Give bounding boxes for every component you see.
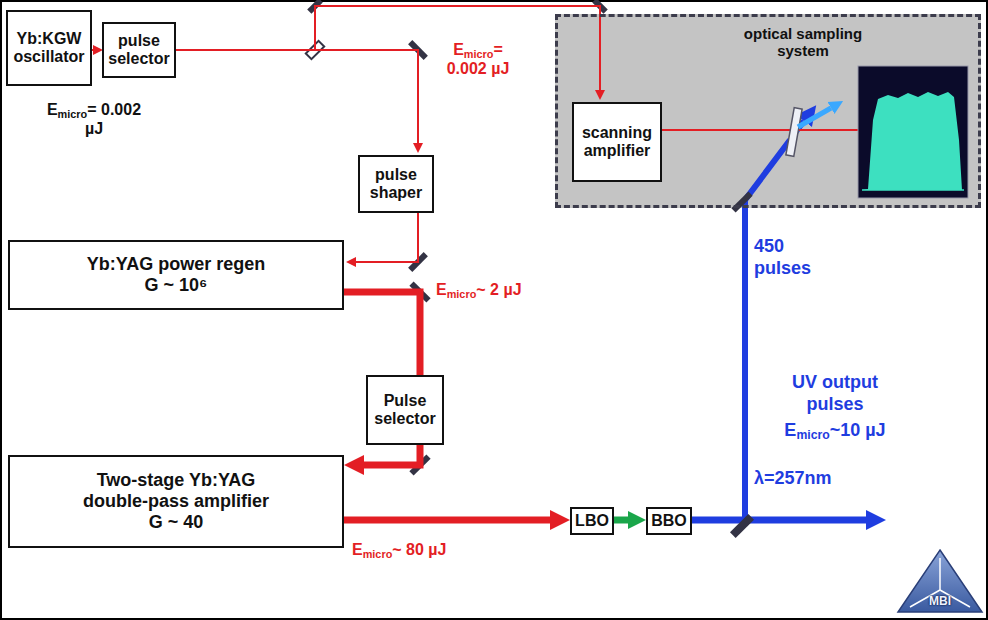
- region-fill: [555, 14, 981, 208]
- box-title: LBO: [575, 512, 609, 530]
- component-box: Yb:YAG power regenG ~ 10⁶: [8, 240, 344, 310]
- beam-path: [344, 292, 420, 375]
- pulse-energy: Emicro= 0.002 µJ: [46, 100, 142, 138]
- component-box: pulse shaper: [358, 155, 434, 213]
- gain-note: G ~ 10⁶: [145, 275, 208, 296]
- value: ~10 µJ: [830, 420, 886, 440]
- box-title: scanning amplifier: [577, 124, 657, 161]
- trace-baseline: [862, 189, 964, 191]
- component-box: scanning amplifier: [572, 102, 662, 182]
- box-title: pulse selector: [107, 32, 171, 69]
- value: = 0.002 µJ: [85, 101, 141, 137]
- beam-note: UV output pulses: [772, 372, 898, 415]
- box-title: optical sampling system: [723, 25, 883, 60]
- label-slot: Emicro~ 2 µJ: [436, 280, 566, 299]
- beam-path: [176, 50, 418, 143]
- scope-display: [858, 66, 968, 198]
- component-box: Two-stage Yb:YAG double-pass amplifierG …: [8, 455, 344, 548]
- label-slot: Emicro~ 80 µJ: [352, 540, 492, 559]
- label-slot: λ=257nm: [754, 468, 854, 490]
- subscript: micro: [447, 288, 477, 300]
- symbol: E: [436, 281, 447, 298]
- label-slot: Emicro= 0.002 µJ: [46, 100, 142, 138]
- value: ~ 80 µJ: [392, 541, 446, 558]
- beam-note: λ=257nm: [754, 468, 854, 490]
- box-title: Yb:KGW oscillator: [11, 30, 87, 67]
- symbol: E: [47, 101, 58, 118]
- beam-path: [614, 517, 628, 524]
- component-box: BBO: [646, 507, 692, 535]
- beam-path: [344, 517, 550, 524]
- box-title: pulse shaper: [363, 166, 429, 203]
- beam-splitter: [730, 514, 754, 538]
- box-title: Two-stage Yb:YAG double-pass amplifier: [74, 470, 279, 511]
- pulse-energy: Emicro~10 µJ: [772, 420, 898, 442]
- box-title: Yb:YAG power regen: [87, 254, 265, 275]
- component-box: Yb:KGW oscillator: [6, 10, 92, 86]
- institute-logo: [898, 550, 982, 612]
- subscript: micro: [58, 108, 88, 120]
- box-title: Pulse selector: [371, 392, 439, 429]
- gate-beam: [661, 129, 858, 131]
- label-slot: Emicro= 0.002 µJ: [432, 40, 524, 78]
- pulse-energy: Emicro~ 80 µJ: [352, 540, 492, 559]
- label-slot: Emicro~10 µJ: [772, 420, 898, 442]
- component-box: pulse selector: [102, 22, 176, 78]
- value: ~ 2 µJ: [476, 281, 521, 298]
- symbol: E: [453, 41, 464, 58]
- beam-path: [364, 445, 420, 465]
- pulse-trace: [862, 92, 962, 190]
- pulse-energy: Emicro= 0.002 µJ: [432, 40, 524, 78]
- beam-path: [176, 6, 600, 90]
- subscript: micro: [796, 428, 829, 442]
- mixing-crystal: [786, 108, 802, 157]
- signal-beam: [798, 108, 831, 127]
- component-box: LBO: [570, 507, 614, 535]
- component-box: Pulse selector: [366, 375, 444, 445]
- symbol: E: [784, 420, 796, 440]
- uv-sample-beam: [745, 140, 790, 520]
- gain-note: G ~ 40: [149, 512, 204, 533]
- subscript: micro: [464, 48, 494, 60]
- pulse-energy: Emicro~ 2 µJ: [436, 280, 566, 299]
- symbol: E: [352, 541, 363, 558]
- box-title: BBO: [651, 512, 687, 530]
- mirror: [731, 191, 752, 212]
- uv-output-beam: [690, 517, 866, 524]
- subscript: micro: [363, 548, 393, 560]
- label-slot: MBI: [915, 594, 965, 608]
- beam-note: 450 pulses: [754, 236, 824, 279]
- label-slot: UV output pulses: [772, 372, 898, 415]
- beam-path: [92, 49, 93, 51]
- system-region: optical sampling system scanning amplifie…: [555, 14, 981, 208]
- beam-note: MBI: [915, 594, 965, 608]
- beam-path: [356, 213, 418, 262]
- label-slot: 450 pulses: [754, 236, 824, 279]
